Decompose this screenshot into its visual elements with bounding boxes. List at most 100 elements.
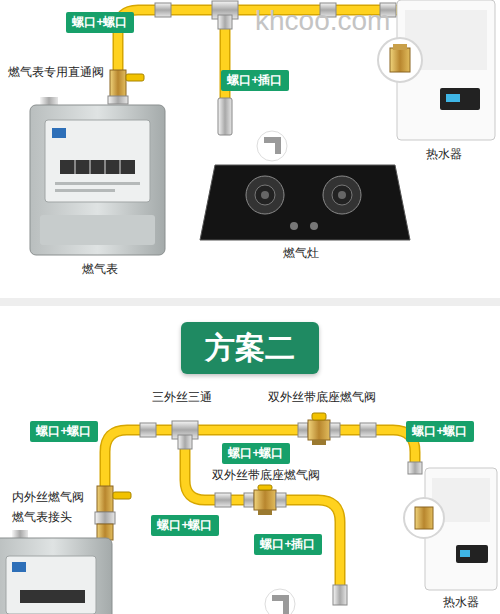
- gas-pipe: [185, 430, 340, 592]
- section-divider: [0, 298, 500, 306]
- part-label: 双外丝带底座燃气阀: [212, 468, 320, 482]
- base-gas-valve: [276, 493, 286, 507]
- device-label: 热水器: [426, 147, 462, 161]
- connection-tag: 螺口+螺口: [30, 421, 98, 442]
- gas-stove: [310, 222, 318, 230]
- water-heater: [460, 550, 470, 557]
- base-gas-valve: [254, 490, 276, 510]
- gas-meter: [75, 160, 76, 174]
- connection-tag: 螺口+螺口: [222, 443, 290, 464]
- tag-text: 螺口+螺口: [72, 15, 127, 29]
- gas-pipe: [105, 430, 415, 592]
- base-gas-valve: [258, 485, 272, 490]
- water-heater: [390, 48, 410, 72]
- device-label: 燃气表: [82, 262, 118, 276]
- pipe-fitting: [215, 493, 231, 507]
- gas-pipe: [185, 430, 340, 592]
- gas-stove: [257, 131, 287, 161]
- gas-stove: [272, 598, 286, 614]
- gas-meter: [30, 97, 165, 255]
- gas-pipe: [105, 430, 415, 512]
- gas-meter: [105, 160, 106, 174]
- tag-text: 螺口+插口: [260, 537, 315, 551]
- tag-text: 螺口+插口: [227, 73, 282, 87]
- base-gas-valve: [298, 423, 308, 437]
- gas-meter: [60, 160, 135, 174]
- gas-stove: [323, 176, 361, 214]
- pipe-fitting: [218, 15, 232, 29]
- water-heater: [378, 0, 495, 140]
- gas-stove: [200, 165, 410, 240]
- gas-stove: [332, 185, 352, 205]
- water-heater: [378, 38, 422, 82]
- section-divider: [0, 298, 500, 306]
- water-heater: [393, 44, 407, 50]
- gas-meter: [30, 105, 165, 255]
- gas-stove: [338, 191, 346, 199]
- pipe-fitting: [218, 98, 232, 135]
- gas-stove: [290, 222, 298, 230]
- connection-tag: 螺口+插口: [221, 70, 289, 91]
- base-gas-valve: [330, 423, 340, 437]
- gas-stove: [261, 191, 269, 199]
- water-heater: [440, 88, 480, 110]
- connection-tag: 螺口+螺口: [151, 515, 219, 536]
- water-heater: [446, 94, 460, 102]
- connection-tag: 螺口+螺口: [66, 12, 134, 33]
- base-gas-valve: [308, 420, 330, 440]
- pipe-fitting: [155, 3, 171, 17]
- water-heater: [404, 498, 444, 538]
- pipe-fitting: [140, 423, 156, 437]
- base-gas-valve: [244, 493, 254, 507]
- connection-tag: 螺口+螺口: [406, 421, 474, 442]
- straight-valve: [126, 74, 144, 81]
- straight-valve: [108, 70, 144, 104]
- tag-text: 螺口+螺口: [412, 424, 467, 438]
- gas-stove: [246, 176, 284, 214]
- gas-meter: [40, 215, 155, 245]
- pipe-fitting: [178, 435, 192, 449]
- base-gas-valve: [312, 413, 326, 420]
- gas-meter: [45, 120, 150, 202]
- base-gas-valve: [244, 413, 340, 515]
- straight-valve: [108, 96, 128, 104]
- meter-valve: [95, 486, 131, 540]
- gas-pipe: [105, 430, 415, 512]
- gas-stove: [264, 140, 278, 154]
- gas-stove: [255, 185, 275, 205]
- tag-text: 螺口+螺口: [228, 446, 283, 460]
- connection-tag: 螺口+插口: [254, 534, 322, 555]
- water-heater: [404, 468, 497, 590]
- gas-meter: [12, 562, 26, 572]
- water-heater: [456, 545, 488, 563]
- part-label: 三外丝三通: [152, 390, 212, 404]
- water-heater: [415, 507, 433, 529]
- tag-text: 方案二: [205, 330, 295, 366]
- meter-valve: [113, 492, 131, 499]
- watermark: khcoo.com: [255, 4, 390, 38]
- pipe-fitting: [155, 1, 396, 135]
- gas-meter: [20, 590, 85, 603]
- gas-meter: [90, 160, 91, 174]
- pipe-fitting: [140, 421, 422, 605]
- part-label: 双外丝带底座燃气阀: [268, 390, 376, 404]
- gas-stove: [265, 589, 295, 614]
- gas-meter: [55, 189, 115, 192]
- section-banner: 方案二: [181, 322, 319, 374]
- pipe-fitting: [360, 423, 376, 437]
- meter-valve: [97, 486, 113, 512]
- tag-text: 螺口+螺口: [157, 518, 212, 532]
- part-label: 燃气表专用直通阀: [8, 65, 104, 79]
- part-label: 燃气表接头: [12, 510, 72, 524]
- gas-stove: [265, 589, 295, 614]
- gas-meter: [6, 556, 96, 614]
- base-gas-valve: [312, 440, 326, 445]
- pipe-fitting: [333, 585, 347, 605]
- meter-valve: [95, 512, 115, 524]
- straight-valve: [110, 70, 126, 98]
- gas-meter: [0, 538, 112, 614]
- gas-meter: [120, 160, 121, 174]
- base-gas-valve: [258, 510, 272, 515]
- device-label: 热水器: [443, 595, 479, 609]
